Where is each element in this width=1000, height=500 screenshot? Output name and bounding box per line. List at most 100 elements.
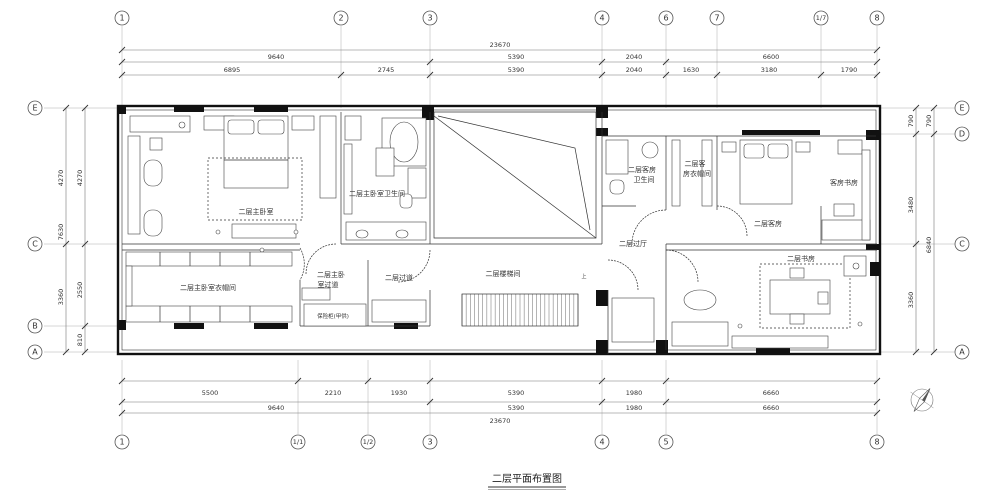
svg-text:C: C <box>959 240 965 249</box>
svg-text:3360: 3360 <box>907 292 915 309</box>
room-label-study: 二层书房 <box>787 254 815 263</box>
axis-bubble: 3 <box>422 434 438 450</box>
axis-bubble: D <box>954 126 970 142</box>
svg-text:1/7: 1/7 <box>816 14 826 22</box>
room-label-guest-bath-line2: 卫生间 <box>634 175 655 184</box>
room-label-master-bath: 二层主卧室卫生间 <box>349 189 405 198</box>
right-dimensions: 790 790 3480 3360 6840 7630 <box>907 104 938 356</box>
stair-direction-mark: 上 <box>581 273 586 280</box>
axis-bubble: 1 <box>114 434 130 450</box>
svg-text:2: 2 <box>338 14 343 23</box>
master-closet-fixtures <box>125 251 293 323</box>
bottom-axis-labels: 1 1/1 1/2 3 4 5 8 <box>114 434 885 450</box>
svg-text:8: 8 <box>874 14 879 23</box>
svg-text:2550: 2550 <box>76 282 84 299</box>
svg-text:5390: 5390 <box>508 404 525 412</box>
svg-text:3480: 3480 <box>907 197 915 214</box>
study-furniture <box>671 255 867 349</box>
svg-text:6: 6 <box>663 14 668 23</box>
room-label-master-corridor-line2: 室过道 <box>318 280 339 289</box>
room-label-hall: 二层过厅 <box>619 239 647 248</box>
master-bedroom-furniture <box>127 115 337 253</box>
svg-text:2040: 2040 <box>626 53 643 61</box>
svg-text:1: 1 <box>119 438 124 447</box>
axis-bubble: 4 <box>594 434 610 450</box>
svg-text:790: 790 <box>925 115 933 127</box>
svg-text:2040: 2040 <box>626 66 643 74</box>
left-dimensions: 4270 4270 7630 3360 2550 810 <box>57 104 89 356</box>
svg-text:E: E <box>959 104 964 113</box>
axis-bubble: 2 <box>333 10 349 26</box>
axis-bubble: B <box>27 318 43 334</box>
svg-text:3180: 3180 <box>761 66 778 74</box>
axis-bubble: A <box>954 344 970 360</box>
stairwell-void <box>433 111 597 239</box>
north-compass-icon <box>910 388 934 412</box>
svg-text:E: E <box>32 104 37 113</box>
stair-steps <box>461 293 579 327</box>
svg-text:2210: 2210 <box>325 389 342 397</box>
room-label-master-closet: 二层主卧室衣帽间 <box>180 283 236 292</box>
right-axis-labels: E D C A <box>954 100 970 360</box>
axis-bubble: 1 <box>114 10 130 26</box>
svg-text:6660: 6660 <box>763 389 780 397</box>
axis-bubble: 5 <box>658 434 674 450</box>
left-axis-labels: E C B A <box>27 100 43 360</box>
axis-bubble: 6 <box>658 10 674 26</box>
axis-grid <box>44 26 956 434</box>
bottom-dimensions: 5500 2210 1930 5390 1980 6660 9640 5390 … <box>118 377 881 425</box>
master-bath-fixtures <box>343 115 427 241</box>
svg-text:7: 7 <box>714 14 719 23</box>
svg-text:810: 810 <box>76 334 84 346</box>
guest-fixtures <box>605 139 871 241</box>
axis-bubble: E <box>27 100 43 116</box>
svg-text:B: B <box>32 322 38 331</box>
axis-bubble: 8 <box>869 10 885 26</box>
axis-bubble: 4 <box>594 10 610 26</box>
axis-bubble: 3 <box>422 10 438 26</box>
svg-text:6660: 6660 <box>763 404 780 412</box>
svg-text:1/1: 1/1 <box>293 438 303 446</box>
svg-text:6895: 6895 <box>224 66 241 74</box>
axis-bubble: C <box>954 236 970 252</box>
svg-text:3: 3 <box>427 438 432 447</box>
axis-bubble: 7 <box>709 10 725 26</box>
svg-text:A: A <box>32 348 38 357</box>
top-axis-labels: 1 2 3 4 6 7 1/7 8 <box>114 10 885 26</box>
svg-text:2745: 2745 <box>378 66 395 74</box>
svg-text:6600: 6600 <box>763 53 780 61</box>
room-label-guest-room: 二层客房 <box>754 219 782 228</box>
svg-text:1980: 1980 <box>626 404 643 412</box>
building-walls <box>116 104 882 356</box>
svg-text:1930: 1930 <box>391 389 408 397</box>
svg-text:3360: 3360 <box>57 289 65 306</box>
room-label-guest-closet-line1: 二层客 <box>685 159 706 168</box>
svg-text:9640: 9640 <box>268 404 285 412</box>
svg-text:A: A <box>959 348 965 357</box>
room-label-guest-study: 客房书房 <box>830 178 858 187</box>
room-label-master-corridor-line1: 二层主卧 <box>317 270 345 279</box>
axis-bubble: 1/7 <box>813 10 829 26</box>
axis-bubble: 1/1 <box>290 434 306 450</box>
svg-text:5500: 5500 <box>202 389 219 397</box>
room-label-stairwell: 二层楼梯间 <box>486 269 521 278</box>
svg-text:5390: 5390 <box>508 53 525 61</box>
stair-outline <box>461 293 579 327</box>
room-label-corridor: 二层过道 <box>385 273 413 282</box>
svg-text:1: 1 <box>119 14 124 23</box>
svg-text:9640: 9640 <box>268 53 285 61</box>
axis-bubble: C <box>27 236 43 252</box>
svg-text:5390: 5390 <box>508 66 525 74</box>
hall-fixtures <box>301 287 655 343</box>
axis-bubble: 8 <box>869 434 885 450</box>
axis-bubble: 1/2 <box>360 434 376 450</box>
svg-text:1630: 1630 <box>683 66 700 74</box>
drawing-title: 二层平面布置图 <box>492 473 562 485</box>
svg-text:5390: 5390 <box>508 389 525 397</box>
svg-text:8: 8 <box>874 438 879 447</box>
axis-bubble: E <box>954 100 970 116</box>
svg-text:4270: 4270 <box>76 170 84 187</box>
svg-text:7630: 7630 <box>57 224 65 241</box>
room-labels: 二层主卧室 二层主卧室卫生间 二层主卧室衣帽间 二层主卧 室过道 保险柜(甲供)… <box>180 159 858 320</box>
